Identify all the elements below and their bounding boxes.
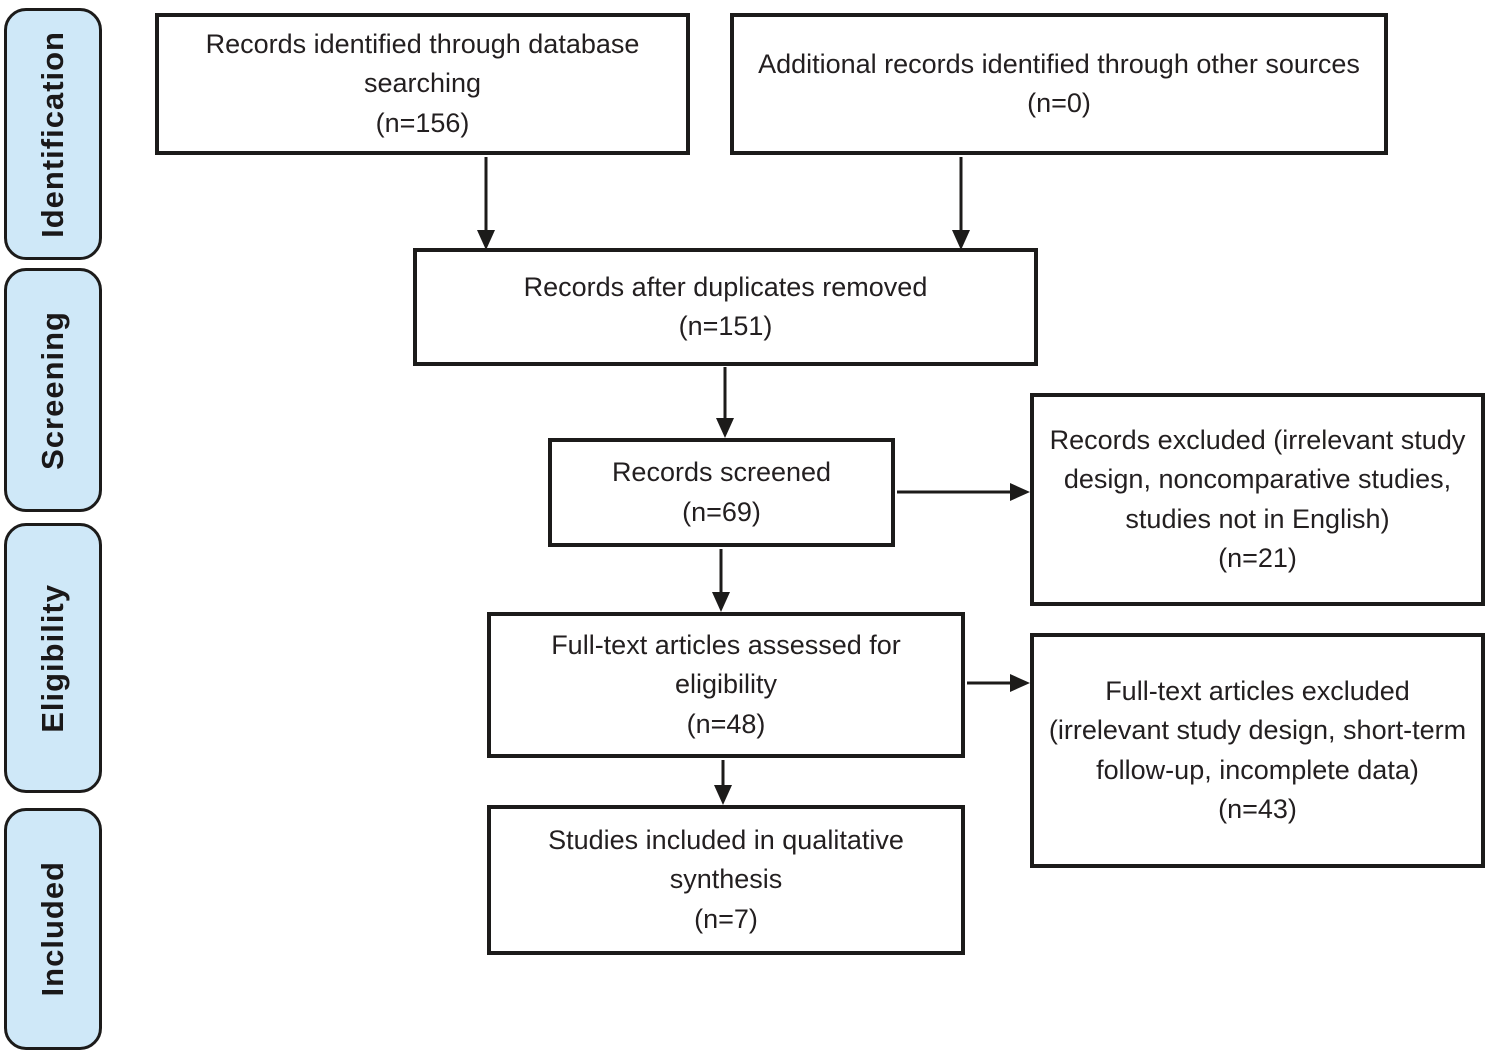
phase-label-eligibility: Eligibility <box>35 583 70 733</box>
box-records-screened-text: Records screened <box>611 457 832 488</box>
box-records-identified-text: Records identified through database sear… <box>205 29 640 99</box>
phase-label-identification: Identification <box>35 30 70 238</box>
box-fulltext-excluded-text: Full-text articles excluded (irrelevant … <box>1048 676 1467 785</box>
box-additional-records-count: (n=0) <box>1027 88 1091 118</box>
arrow-identified-to-duplicates <box>477 157 495 250</box>
box-records-screened: Records screened (n=69) <box>548 438 895 547</box>
arrow-additional-to-duplicates <box>952 157 970 250</box>
box-after-duplicates-text: Records after duplicates removed <box>523 271 928 302</box>
box-additional-records-text: Additional records identified through ot… <box>758 48 1360 79</box>
box-additional-records: Additional records identified through ot… <box>730 13 1388 155</box>
box-fulltext-assessed: Full-text articles assessed for eligibil… <box>487 612 965 758</box>
phase-label-screening: Screening <box>35 310 70 470</box>
arrow-screened-to-fulltext <box>712 549 730 612</box>
box-records-excluded: Records excluded (irrelevant study desig… <box>1030 393 1485 606</box>
box-records-identified: Records identified through database sear… <box>155 13 690 155</box>
phase-tab-identification: Identification <box>4 8 102 260</box>
arrow-duplicates-to-screened <box>716 367 734 438</box>
box-studies-included-count: (n=7) <box>694 903 758 934</box>
box-fulltext-excluded: Full-text articles excluded (irrelevant … <box>1030 633 1485 868</box>
box-records-excluded-text: Records excluded (irrelevant study desig… <box>1049 425 1466 534</box>
phase-tab-included: Included <box>4 808 102 1050</box>
arrow-fulltext-to-included <box>714 760 732 805</box>
box-studies-included-text: Studies included in qualitative synthesi… <box>548 825 904 895</box>
box-records-identified-count: (n=156) <box>375 107 470 138</box>
box-records-excluded-count: (n=21) <box>1218 542 1297 573</box>
box-fulltext-assessed-text: Full-text articles assessed for eligibil… <box>551 630 901 700</box>
arrow-fulltext-to-excluded <box>967 674 1030 692</box>
box-after-duplicates-count: (n=151) <box>678 311 773 341</box>
box-fulltext-assessed-count: (n=48) <box>686 708 766 739</box>
box-studies-included: Studies included in qualitative synthesi… <box>487 805 965 955</box>
box-records-screened-count: (n=69) <box>682 496 761 527</box>
phase-tab-screening: Screening <box>4 268 102 512</box>
arrow-screened-to-excluded <box>897 483 1030 501</box>
box-after-duplicates: Records after duplicates removed (n=151) <box>413 248 1038 366</box>
box-fulltext-excluded-count: (n=43) <box>1218 793 1297 824</box>
phase-label-included: Included <box>35 861 70 997</box>
phase-tab-eligibility: Eligibility <box>4 523 102 793</box>
